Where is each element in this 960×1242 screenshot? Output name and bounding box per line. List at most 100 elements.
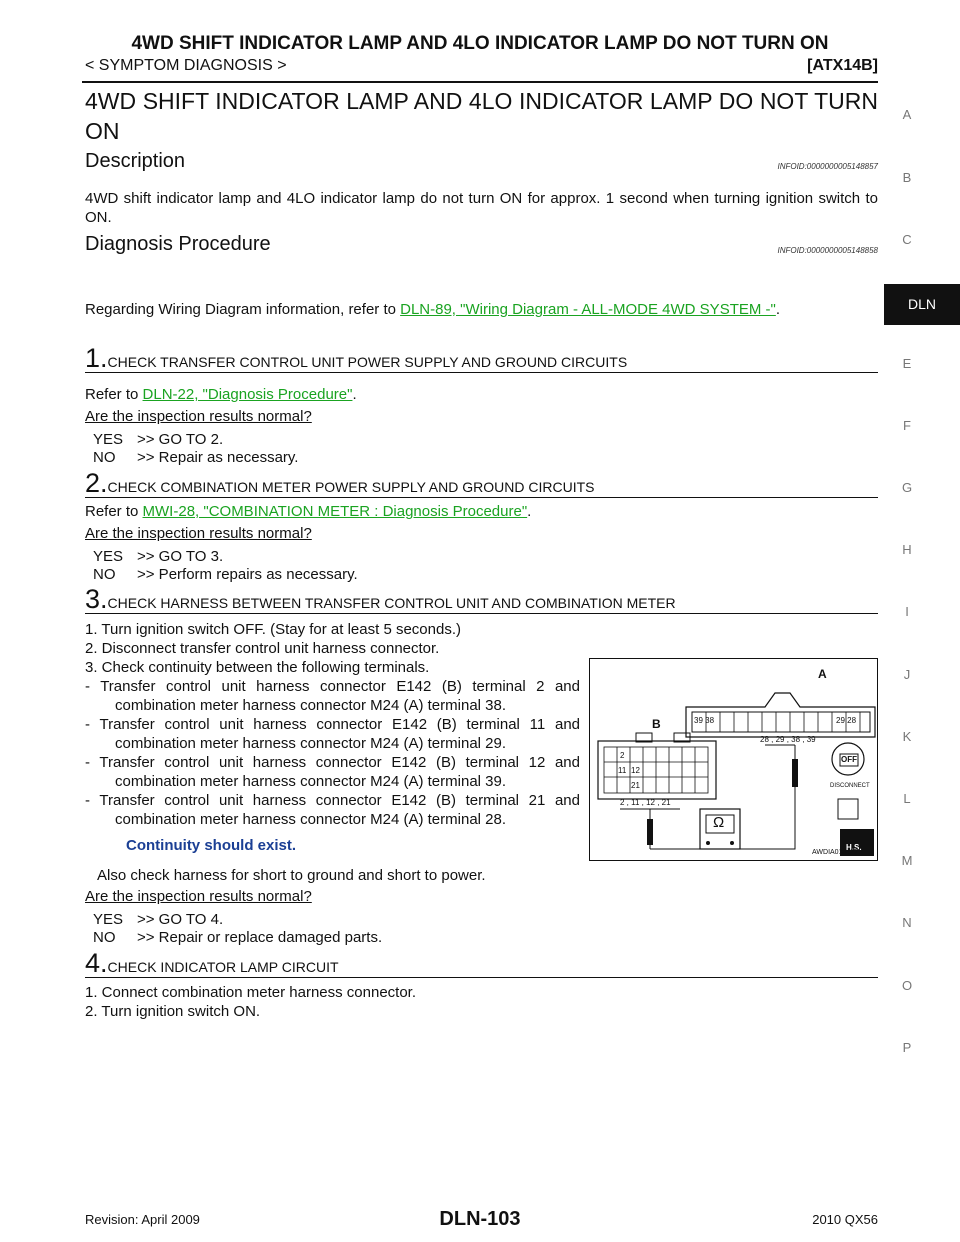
harness-connector-figure: A B 39 38 29 28 28 , 29 , 38 , 39 2 11 1… (589, 658, 878, 861)
step-1-question: Are the inspection results normal? (85, 408, 312, 425)
terminal-label: 29 28 (836, 716, 857, 725)
sidebar-item-m[interactable]: M (901, 853, 913, 868)
step-2-yes: YES>> GO TO 3. (93, 548, 223, 566)
step-3-also: Also check harness for short to ground a… (97, 867, 486, 884)
yes-text: >> GO TO 2. (137, 431, 224, 448)
description-heading: Description (85, 150, 186, 172)
terminal-list: 28 , 29 , 38 , 39 (760, 735, 816, 744)
sidebar-item-p[interactable]: P (902, 1040, 912, 1055)
sidebar-item-j[interactable]: J (903, 667, 911, 682)
no-text: >> Repair as necessary. (137, 449, 299, 466)
hs-label: H.S. (846, 843, 862, 852)
step-title: CHECK HARNESS BETWEEN TRANSFER CONTROL U… (107, 595, 676, 611)
header-code: [ATX14B] (807, 57, 878, 74)
connector-diagram-icon (597, 692, 876, 856)
step-3-no: NO >> Repair or replace damaged parts. (93, 929, 382, 947)
no-label: NO (93, 449, 116, 466)
off-label: OFF (841, 755, 857, 764)
refer-suffix: . (527, 503, 532, 520)
no-label: NO (93, 566, 116, 583)
sidebar-item-l[interactable]: L (903, 791, 911, 806)
terminal-label: 2 (620, 751, 625, 760)
step-2-refer: Refer to MWI-28, "COMBINATION METER : Di… (85, 502, 878, 521)
list-item: 1. Connect combination meter harness con… (85, 984, 417, 1001)
step-3-question: Are the inspection results normal? (85, 888, 312, 905)
list-item: 1. Turn ignition switch OFF. (Stay for a… (85, 621, 461, 638)
header-rule (82, 81, 878, 83)
step-2-question: Are the inspection results normal? (85, 525, 312, 542)
connector-a-label: A (818, 667, 827, 681)
description-infoid: INFOID:0000000005148857 (777, 162, 878, 171)
sidebar-item-h[interactable]: H (902, 542, 912, 557)
no-text: >> Perform repairs as necessary. (137, 566, 358, 583)
header-section: < SYMPTOM DIAGNOSIS > (85, 57, 287, 74)
no-text: >> Repair or replace damaged parts. (137, 929, 383, 946)
sidebar-item-k[interactable]: K (902, 729, 912, 744)
step-1-refer: Refer to DLN-22, "Diagnosis Procedure". (85, 385, 878, 404)
sidebar-item-g[interactable]: G (901, 480, 913, 495)
refer-prefix: Refer to (85, 503, 143, 520)
procedure-intro-suffix: . (775, 301, 781, 318)
figure-id: AWDIA0184ZZ (812, 849, 859, 856)
combination-meter-link[interactable]: MWI-28, "COMBINATION METER : Diagnosis P… (142, 503, 528, 520)
list-item: - Transfer control unit harness connecto… (85, 678, 580, 714)
step-number: 3. (85, 584, 108, 614)
description-text: 4WD shift indicator lamp and 4LO indicat… (85, 190, 878, 226)
sidebar-item-c[interactable]: C (902, 232, 912, 247)
refer-suffix: . (352, 386, 357, 403)
step-3-list: 1. Turn ignition switch OFF. (Stay for a… (85, 620, 580, 829)
step-2-no: NO >> Perform repairs as necessary. (93, 566, 358, 584)
step-3-header: 3.CHECK HARNESS BETWEEN TRANSFER CONTROL… (85, 586, 878, 614)
yes-label: YES (93, 431, 124, 448)
procedure-intro: Regarding Wiring Diagram information, re… (85, 300, 878, 319)
sidebar-item-dln-active[interactable]: DLN (884, 284, 960, 325)
page-number: DLN-103 (439, 1208, 521, 1230)
step-2-header: 2.CHECK COMBINATION METER POWER SUPPLY A… (85, 470, 878, 498)
step-title: CHECK COMBINATION METER POWER SUPPLY AND… (107, 479, 595, 495)
sidebar-item-f[interactable]: F (903, 418, 911, 433)
diagnosis-procedure-link[interactable]: DLN-22, "Diagnosis Procedure" (142, 386, 353, 403)
procedure-heading: Diagnosis Procedure (85, 233, 271, 255)
sidebar-item-o[interactable]: O (901, 978, 913, 993)
step-4-header: 4.CHECK INDICATOR LAMP CIRCUIT (85, 950, 878, 978)
terminal-list: 2 , 11 , 12 , 21 (620, 798, 671, 807)
terminal-label: 12 (631, 766, 640, 775)
list-item: - Transfer control unit harness connecto… (85, 754, 580, 790)
page-title: 4WD SHIFT INDICATOR LAMP AND 4LO INDICAT… (85, 88, 878, 144)
sidebar-item-n[interactable]: N (902, 915, 912, 930)
connector-b-label: B (652, 717, 661, 731)
procedure-intro-prefix: Regarding Wiring Diagram information, re… (85, 301, 401, 318)
wiring-diagram-link[interactable]: DLN-89, "Wiring Diagram - ALL-MODE 4WD S… (400, 301, 776, 318)
yes-text: >> GO TO 4. (137, 911, 224, 928)
step-4-list: 1. Connect combination meter harness con… (85, 983, 580, 1021)
sidebar-item-i[interactable]: I (905, 604, 909, 619)
sidebar-item-b[interactable]: B (902, 170, 912, 185)
terminal-label: 11 (618, 766, 627, 775)
header-title: 4WD SHIFT INDICATOR LAMP AND 4LO INDICAT… (131, 33, 829, 54)
yes-text: >> GO TO 3. (137, 548, 224, 565)
no-label: NO (93, 929, 116, 946)
step-3-yes: YES >> GO TO 4. (93, 911, 223, 929)
step-number: 2. (85, 468, 108, 498)
sidebar-item-e[interactable]: E (902, 356, 912, 371)
ohm-symbol: Ω (713, 814, 725, 831)
list-item: - Transfer control unit harness connecto… (85, 792, 580, 828)
footer-model: 2010 QX56 (812, 1212, 878, 1227)
list-item: 2. Disconnect transfer control unit harn… (85, 640, 440, 657)
refer-prefix: Refer to (85, 386, 143, 403)
disconnect-label: DISCONNECT (830, 783, 870, 789)
step-number: 4. (85, 948, 108, 978)
list-item: 3. Check continuity between the followin… (85, 659, 430, 676)
yes-label: YES (93, 911, 124, 928)
step-1-header: 1.CHECK TRANSFER CONTROL UNIT POWER SUPP… (85, 345, 878, 373)
terminal-label: 21 (631, 781, 640, 790)
step-number: 1. (85, 343, 108, 373)
step-title: CHECK INDICATOR LAMP CIRCUIT (107, 959, 339, 975)
step-1-yes: YES >> GO TO 2. (93, 431, 223, 449)
step-1-no: NO >> Repair as necessary. (93, 449, 298, 467)
list-item: - Transfer control unit harness connecto… (85, 716, 580, 752)
list-item: 2. Turn ignition switch ON. (85, 1003, 261, 1020)
continuity-spec: Continuity should exist. (126, 837, 297, 854)
sidebar-item-a[interactable]: A (902, 107, 912, 122)
footer-revision: Revision: April 2009 (85, 1212, 200, 1227)
